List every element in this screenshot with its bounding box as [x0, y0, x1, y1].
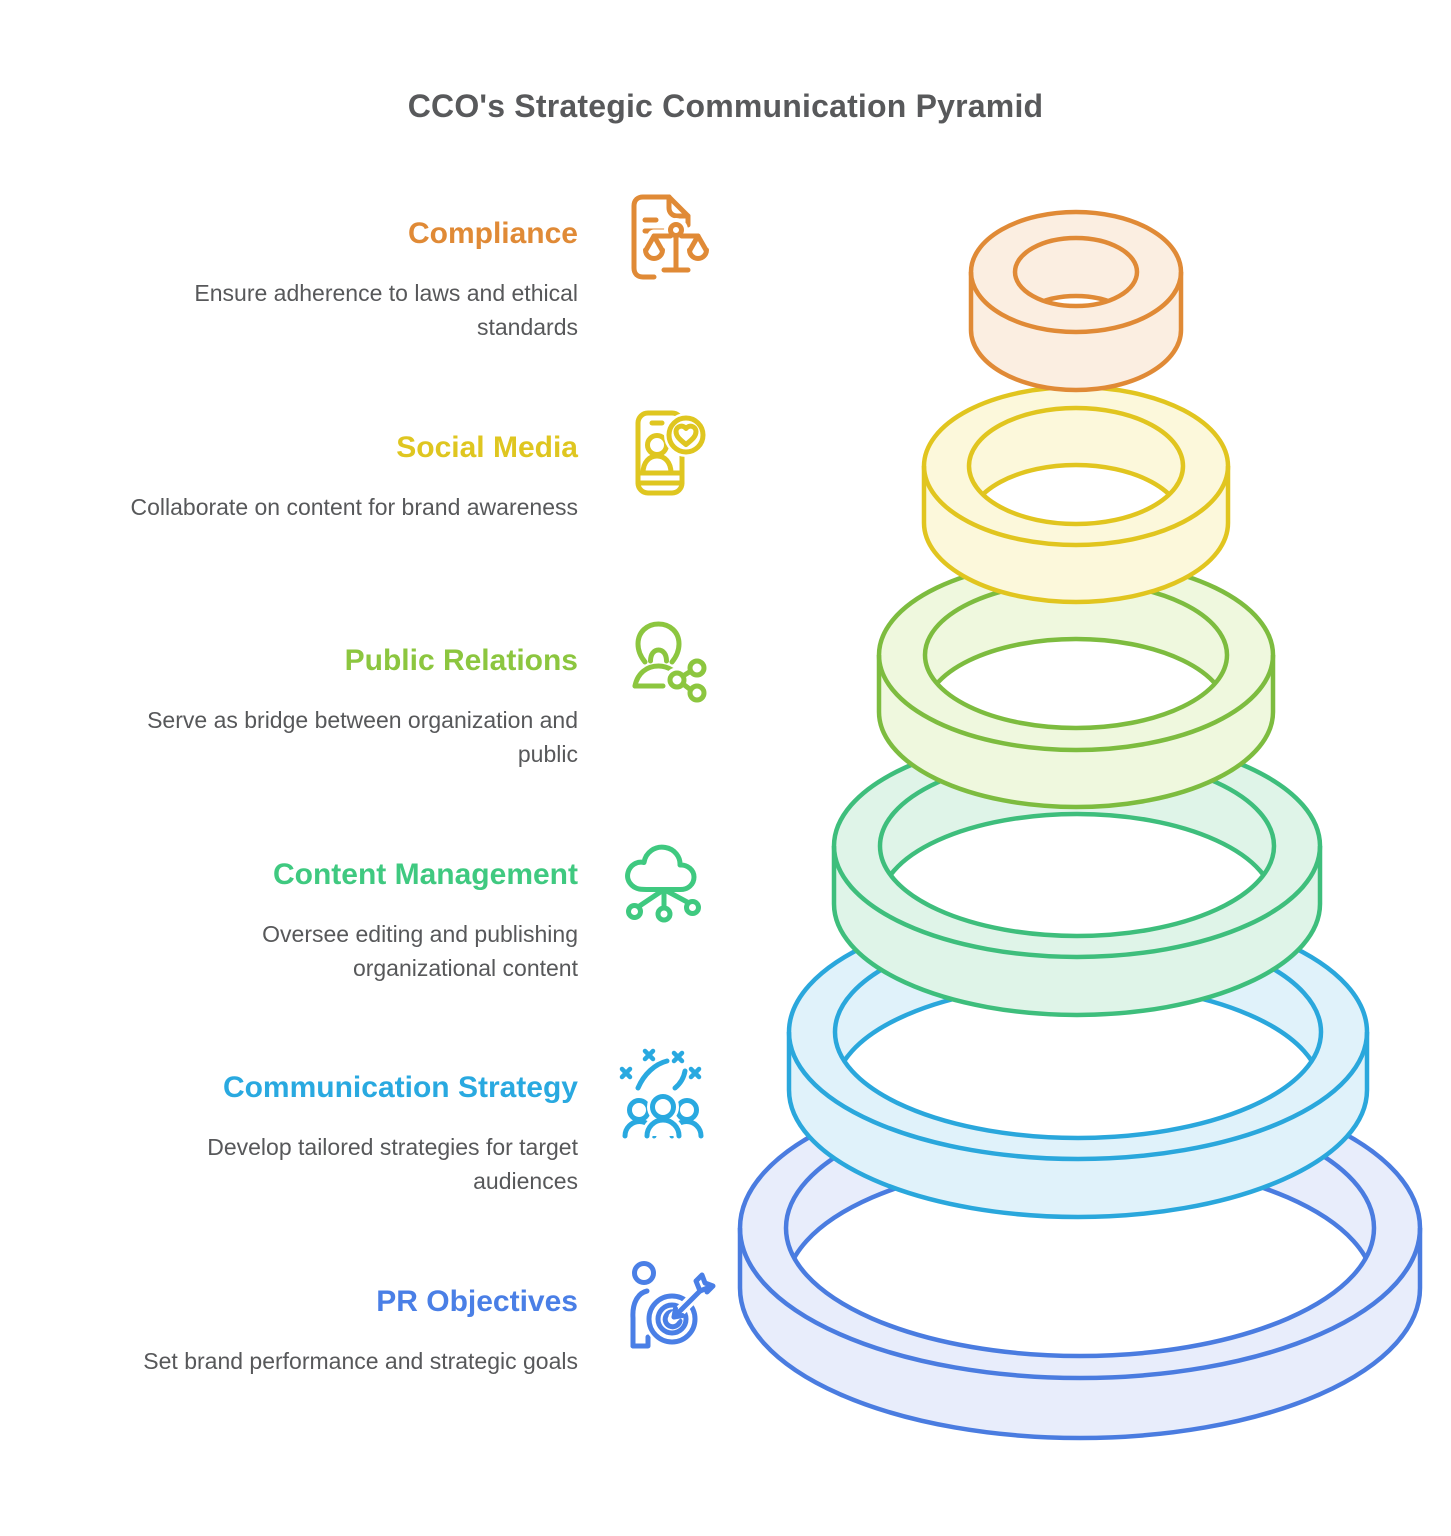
- level-description-communication-strategy: Develop tailored strategies for target a…: [207, 1134, 578, 1194]
- pyramid-ring-social-media: [921, 384, 1231, 605]
- level-description-content-management: Oversee editing and publishing organizat…: [262, 921, 578, 981]
- section-pr-objectives: PR Objectives Set brand performance and …: [0, 1261, 716, 1378]
- level-title-communication-strategy: Communication Strategy: [222, 1071, 578, 1104]
- person-share-icon: [612, 617, 712, 717]
- document-scales-icon: [612, 190, 713, 290]
- section-compliance: Compliance Ensure adherence to laws and …: [0, 194, 713, 344]
- pyramid-ring-compliance: [968, 209, 1184, 393]
- people-celebration-icon: [612, 1044, 712, 1144]
- level-title-public-relations: Public Relations: [344, 644, 578, 677]
- section-communication-strategy: Communication Strategy Develop tailored …: [0, 1048, 712, 1198]
- cloud-network-icon: [612, 831, 712, 931]
- smartphone-heart-icon: [612, 404, 712, 504]
- level-title-content-management: Content Management: [272, 858, 578, 891]
- section-content-management: Content Management Oversee editing and p…: [0, 844, 712, 985]
- level-title-social-media: Social Media: [396, 431, 578, 464]
- pyramid-ring-content-management: [831, 732, 1323, 1018]
- page-title: CCO's Strategic Communication Pyramid: [407, 88, 1044, 124]
- level-title-compliance: Compliance: [407, 217, 578, 250]
- level-description-social-media: Collaborate on content for brand awarene…: [130, 494, 578, 520]
- person-target-icon: [612, 1258, 716, 1358]
- level-description-public-relations: Serve as bridge between organization and…: [147, 707, 578, 767]
- level-description-compliance: Ensure adherence to laws and ethical sta…: [194, 280, 578, 340]
- level-title-pr-objectives: PR Objectives: [376, 1285, 578, 1318]
- section-social-media: Social Media Collaborate on content for …: [0, 410, 712, 524]
- level-description-pr-objectives: Set brand performance and strategic goal…: [143, 1348, 578, 1374]
- section-public-relations: Public Relations Serve as bridge between…: [0, 621, 712, 771]
